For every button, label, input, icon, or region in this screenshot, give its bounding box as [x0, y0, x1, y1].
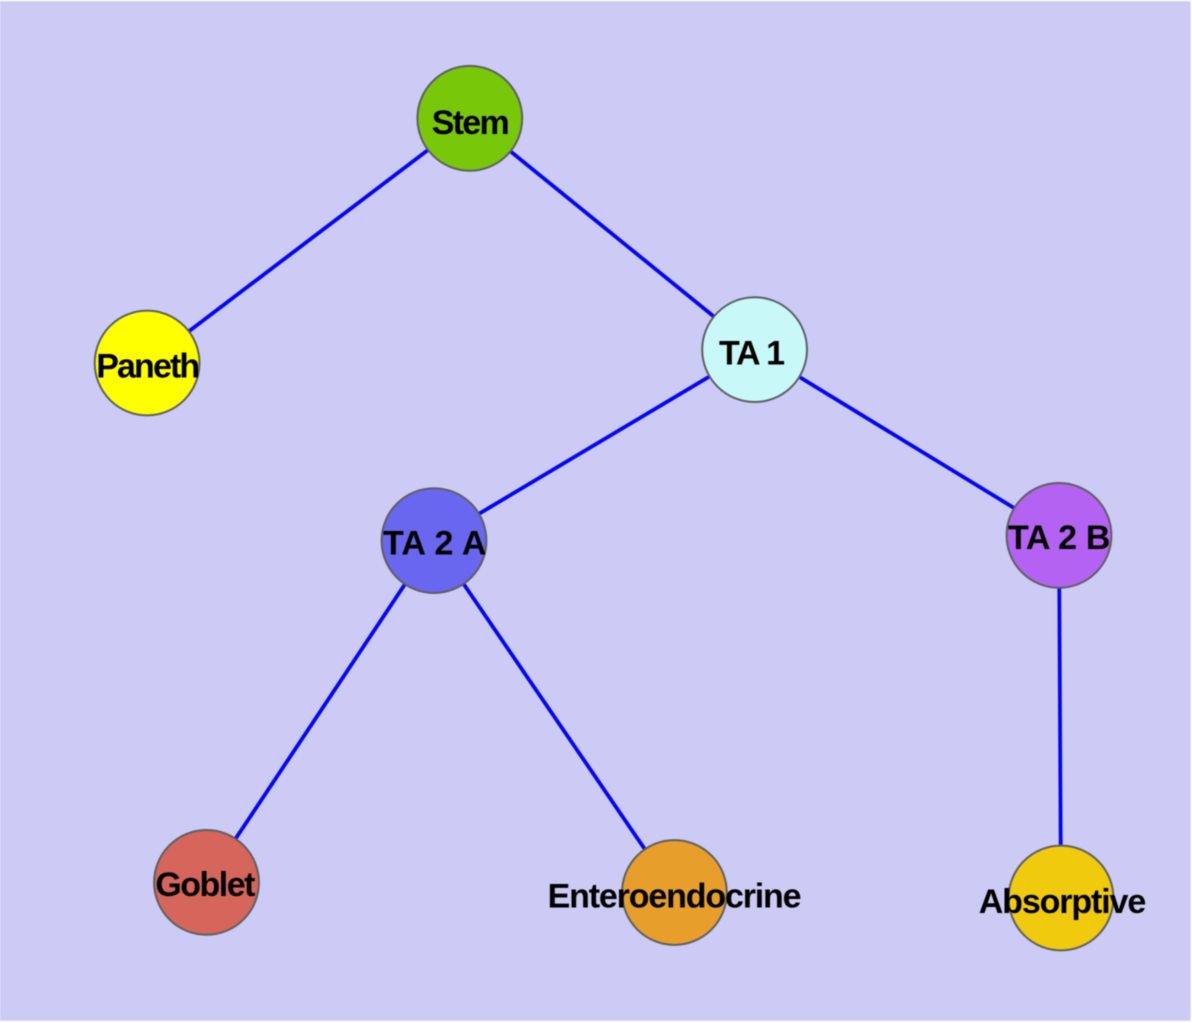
svg-text:Goblet: Goblet: [155, 866, 255, 904]
svg-text:TA 2 A: TA 2 A: [383, 525, 487, 563]
svg-text:Enteroendocrine: Enteroendocrine: [548, 877, 802, 915]
svg-text:TA 2 B: TA 2 B: [1008, 519, 1111, 557]
svg-text:Stem: Stem: [432, 104, 510, 142]
svg-text:Absorptive: Absorptive: [979, 883, 1147, 921]
svg-text:TA 1: TA 1: [719, 334, 785, 372]
svg-text:Paneth: Paneth: [96, 347, 200, 385]
